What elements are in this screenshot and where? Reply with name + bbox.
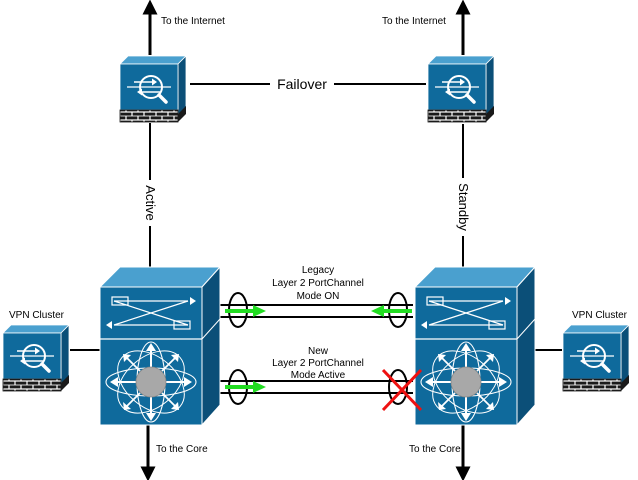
label-new-line3: Mode Active (291, 370, 346, 381)
x-mark-icon (381, 368, 423, 412)
label-internet-right: To the Internet (382, 16, 446, 27)
switch-chassis-icon (99, 266, 221, 427)
switch-chassis-icon (414, 266, 536, 427)
firewall-icon (426, 54, 496, 124)
label-standby: Standby (456, 183, 471, 231)
label-legacy-line3: Mode ON (297, 291, 340, 302)
label-core-right: To the Core (409, 444, 461, 455)
firewall-icon (118, 54, 188, 124)
label-active: Active (143, 185, 158, 220)
label-new-line2: Layer 2 PortChannel (272, 358, 364, 369)
label-failover: Failover (277, 76, 327, 92)
label-vpn-right: VPN Cluster (572, 310, 628, 321)
label-legacy-line2: Layer 2 PortChannel (272, 278, 364, 289)
firewall-icon (1, 323, 71, 393)
label-vpn-left: VPN Cluster (9, 310, 65, 321)
firewall-icon (561, 323, 631, 393)
diagram-labels: To the Internet To the Internet Failover… (9, 16, 628, 455)
label-internet-left: To the Internet (161, 16, 225, 27)
label-new-line1: New (308, 346, 329, 357)
green-traffic-arrows (225, 305, 412, 393)
label-core-left: To the Core (156, 444, 208, 455)
label-legacy-line1: Legacy (302, 265, 334, 276)
